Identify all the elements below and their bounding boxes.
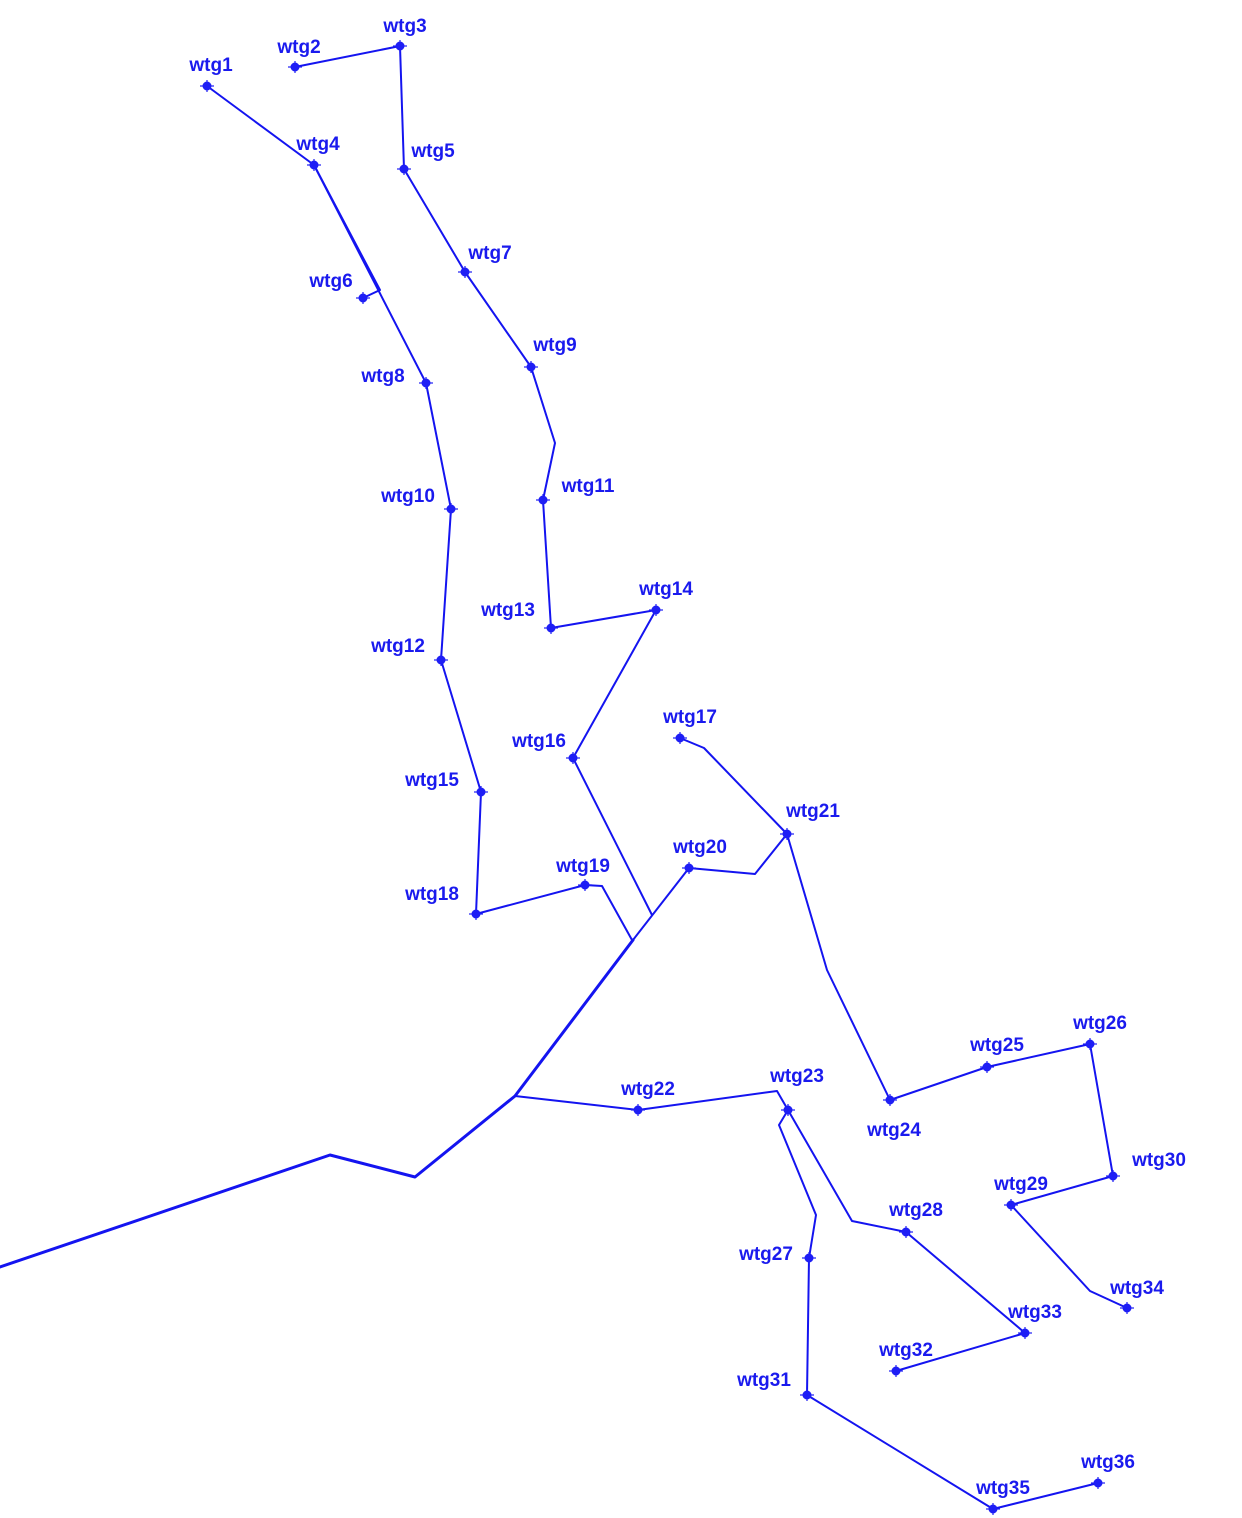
turbine-label-wtg20: wtg20 — [672, 837, 727, 858]
turbine-marker-wtg4[interactable] — [307, 159, 321, 171]
turbine-marker-wtg35[interactable] — [986, 1503, 1000, 1515]
turbine-marker-wtg2[interactable] — [288, 61, 302, 73]
turbine-marker-wtg6[interactable] — [356, 292, 370, 304]
turbine-label-wtg17: wtg17 — [662, 707, 717, 728]
turbine-marker-wtg20[interactable] — [682, 862, 696, 874]
turbine-marker-wtg14[interactable] — [649, 604, 663, 616]
cable-feeder-wtg19 — [584, 884, 633, 941]
turbine-label-wtg36: wtg36 — [1080, 1452, 1135, 1473]
turbine-labels: wtg1 wtg2 wtg3 wtg4 wtg5 wtg6 wtg7 wtg8 wtg9 wtg1… — [188, 16, 1186, 1499]
turbine-marker-wtg34[interactable] — [1120, 1302, 1134, 1314]
turbine-label-wtg9: wtg9 — [532, 335, 576, 356]
turbine-label-wtg19: wtg19 — [555, 856, 610, 877]
turbine-label-wtg32: wtg32 — [878, 1340, 933, 1361]
turbine-label-wtg23: wtg23 — [769, 1066, 824, 1087]
export-cable — [0, 938, 635, 1269]
turbine-marker-wtg25[interactable] — [980, 1061, 994, 1073]
turbine-label-wtg31: wtg31 — [736, 1370, 791, 1391]
turbine-marker-wtg27[interactable] — [802, 1252, 816, 1264]
turbine-label-wtg12: wtg12 — [370, 636, 425, 657]
turbine-label-wtg25: wtg25 — [969, 1035, 1024, 1056]
turbine-marker-wtg15[interactable] — [474, 786, 488, 798]
turbine-label-wtg33: wtg33 — [1007, 1302, 1062, 1323]
turbine-label-wtg30: wtg30 — [1131, 1150, 1186, 1171]
cable-string-5 — [786, 833, 1128, 1309]
turbine-marker-wtg22[interactable] — [631, 1104, 645, 1116]
turbine-marker-wtg21[interactable] — [780, 828, 794, 840]
turbine-label-wtg11: wtg11 — [561, 476, 615, 497]
turbine-marker-wtg18[interactable] — [469, 908, 483, 920]
turbine-marker-wtg31[interactable] — [800, 1389, 814, 1401]
turbine-label-wtg34: wtg34 — [1109, 1278, 1164, 1299]
cable-string-6 — [637, 1090, 1026, 1372]
turbine-marker-wtg3[interactable] — [393, 40, 407, 52]
cable-feeder-wtg16 — [572, 757, 653, 916]
turbine-label-wtg24: wtg24 — [866, 1120, 921, 1141]
turbine-marker-wtg8[interactable] — [419, 377, 433, 389]
turbine-marker-wtg1[interactable] — [200, 80, 214, 92]
turbine-marker-wtg19[interactable] — [578, 879, 592, 891]
turbine-label-wtg28: wtg28 — [888, 1200, 943, 1221]
turbine-marker-wtg12[interactable] — [434, 654, 448, 666]
turbine-label-wtg27: wtg27 — [738, 1244, 793, 1265]
turbine-marker-wtg36[interactable] — [1091, 1477, 1105, 1489]
turbine-marker-wtg5[interactable] — [397, 163, 411, 175]
turbine-label-wtg4: wtg4 — [295, 134, 340, 155]
turbine-label-wtg15: wtg15 — [404, 770, 459, 791]
turbine-marker-wtg16[interactable] — [566, 752, 580, 764]
turbine-label-wtg8: wtg8 — [360, 366, 404, 387]
turbine-label-wtg21: wtg21 — [785, 801, 840, 822]
turbine-marker-wtg32[interactable] — [889, 1365, 903, 1377]
turbine-marker-wtg7[interactable] — [458, 266, 472, 278]
cable-string-3 — [313, 164, 381, 299]
turbine-marker-wtg26[interactable] — [1083, 1038, 1097, 1050]
turbine-marker-wtg33[interactable] — [1018, 1327, 1032, 1339]
turbine-label-wtg35: wtg35 — [975, 1478, 1030, 1499]
turbine-marker-wtg23[interactable] — [781, 1104, 795, 1116]
turbine-label-wtg10: wtg10 — [380, 486, 435, 507]
turbine-marker-wtg24[interactable] — [883, 1094, 897, 1106]
cable-feeder-wtg22 — [514, 1095, 639, 1111]
turbine-label-wtg5: wtg5 — [410, 141, 455, 162]
turbine-marker-wtg10[interactable] — [444, 503, 458, 515]
turbine-markers — [200, 40, 1134, 1515]
turbine-label-wtg3: wtg3 — [382, 16, 426, 37]
turbine-label-wtg26: wtg26 — [1072, 1013, 1127, 1034]
cable-feeder-wtg20 — [632, 867, 690, 941]
turbine-marker-wtg17[interactable] — [673, 732, 687, 744]
turbine-label-wtg18: wtg18 — [404, 884, 459, 905]
turbine-label-wtg1: wtg1 — [188, 55, 233, 76]
turbine-label-wtg29: wtg29 — [993, 1174, 1048, 1195]
turbine-label-wtg6: wtg6 — [308, 271, 352, 292]
cable-network — [0, 45, 1128, 1510]
turbine-label-wtg2: wtg2 — [276, 37, 320, 58]
turbine-label-wtg7: wtg7 — [467, 243, 511, 264]
turbine-label-wtg14: wtg14 — [638, 579, 693, 600]
turbine-label-wtg13: wtg13 — [480, 600, 535, 621]
turbine-marker-wtg11[interactable] — [536, 494, 550, 506]
turbine-marker-wtg28[interactable] — [899, 1226, 913, 1238]
turbine-marker-wtg9[interactable] — [524, 361, 538, 373]
cable-string-1 — [294, 45, 657, 759]
turbine-label-wtg22: wtg22 — [620, 1079, 675, 1100]
turbine-label-wtg16: wtg16 — [511, 731, 566, 752]
turbine-marker-wtg13[interactable] — [544, 622, 558, 634]
turbine-marker-wtg29[interactable] — [1004, 1199, 1018, 1211]
turbine-marker-wtg30[interactable] — [1106, 1170, 1120, 1182]
